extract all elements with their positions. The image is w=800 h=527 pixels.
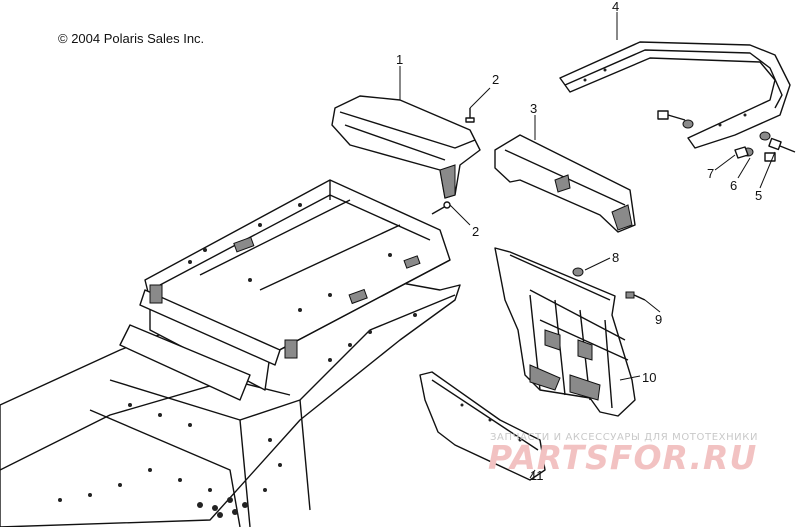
callout-2-lower: 2	[472, 224, 479, 239]
callout-10: 10	[642, 370, 656, 385]
leader-lines	[399, 12, 776, 479]
part-2-screw-lower	[431, 201, 451, 215]
callout-4: 4	[612, 0, 619, 14]
part-11-mounting-strip	[419, 371, 546, 481]
part-1-lid	[331, 95, 481, 199]
callout-9: 9	[655, 312, 662, 327]
callout-11: 11	[530, 468, 544, 483]
part-8-washer	[572, 267, 584, 277]
part-2-screw-upper	[465, 108, 475, 123]
part-7-nut	[734, 146, 749, 159]
callout-5: 5	[755, 188, 762, 203]
part-5-bolt	[657, 110, 796, 162]
part-10-snow-flap	[494, 247, 636, 417]
callout-1: 1	[396, 52, 403, 67]
callout-labels: 1 2 2 3 4 5 6 7 8 9 10 11	[396, 0, 762, 483]
callout-8: 8	[612, 250, 619, 265]
watermark-logo: PARTSFOR.RU	[488, 438, 758, 477]
part-4-rear-bumper	[559, 41, 791, 149]
callout-2-upper: 2	[492, 72, 499, 87]
callout-3: 3	[530, 101, 537, 116]
watermark-tagline: ЗАПЧАСТИ И АКСЕССУАРЫ ДЛЯ МОТОТЕХНИКИ	[490, 432, 759, 443]
callout-6: 6	[730, 178, 737, 193]
callout-7: 7	[707, 166, 714, 181]
copyright-notice: © 2004 Polaris Sales Inc.	[58, 31, 205, 46]
storage-box	[119, 179, 451, 401]
part-9-bolt	[625, 291, 646, 301]
part-3-bracket	[494, 134, 636, 233]
